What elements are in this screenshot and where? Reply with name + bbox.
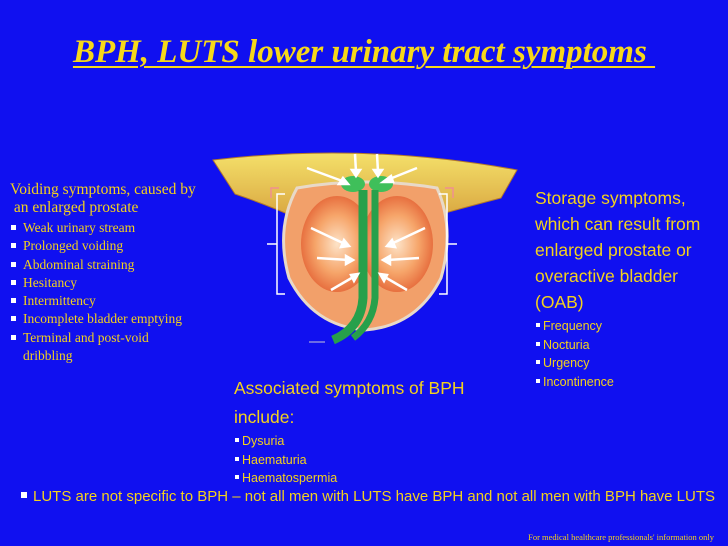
storage-symptoms-section: Storage symptoms, which can result from … [535, 185, 728, 391]
prostate-diagram [205, 148, 525, 348]
storage-list: Frequency Nocturia Urgency Incontinence [535, 317, 728, 391]
footer-note: For medical healthcare professionals' in… [528, 532, 714, 542]
list-item: Nocturia [535, 336, 728, 355]
list-item: Haematuria [234, 451, 534, 470]
list-item: Terminal and post-void dribbling [10, 329, 193, 366]
bullet-icon [21, 492, 27, 498]
luts-note-text: LUTS are not specific to BPH – not all m… [33, 488, 715, 505]
list-item: Dysuria [234, 432, 534, 451]
luts-note: LUTS are not specific to BPH – not all m… [12, 487, 724, 507]
list-item: Urgency [535, 354, 728, 373]
associated-heading: Associated symptoms of BPH include: [234, 374, 524, 432]
list-item: Incontinence [535, 373, 728, 392]
list-item: Frequency [535, 317, 728, 336]
associated-symptoms-section: Associated symptoms of BPH include: Dysu… [234, 374, 534, 488]
associated-list: Dysuria Haematuria Haematospermia [234, 432, 534, 488]
storage-heading: Storage symptoms, which can result from … [535, 185, 727, 315]
slide-title: BPH, LUTS lower urinary tract symptoms [0, 34, 728, 71]
list-item: Haematospermia [234, 469, 534, 488]
